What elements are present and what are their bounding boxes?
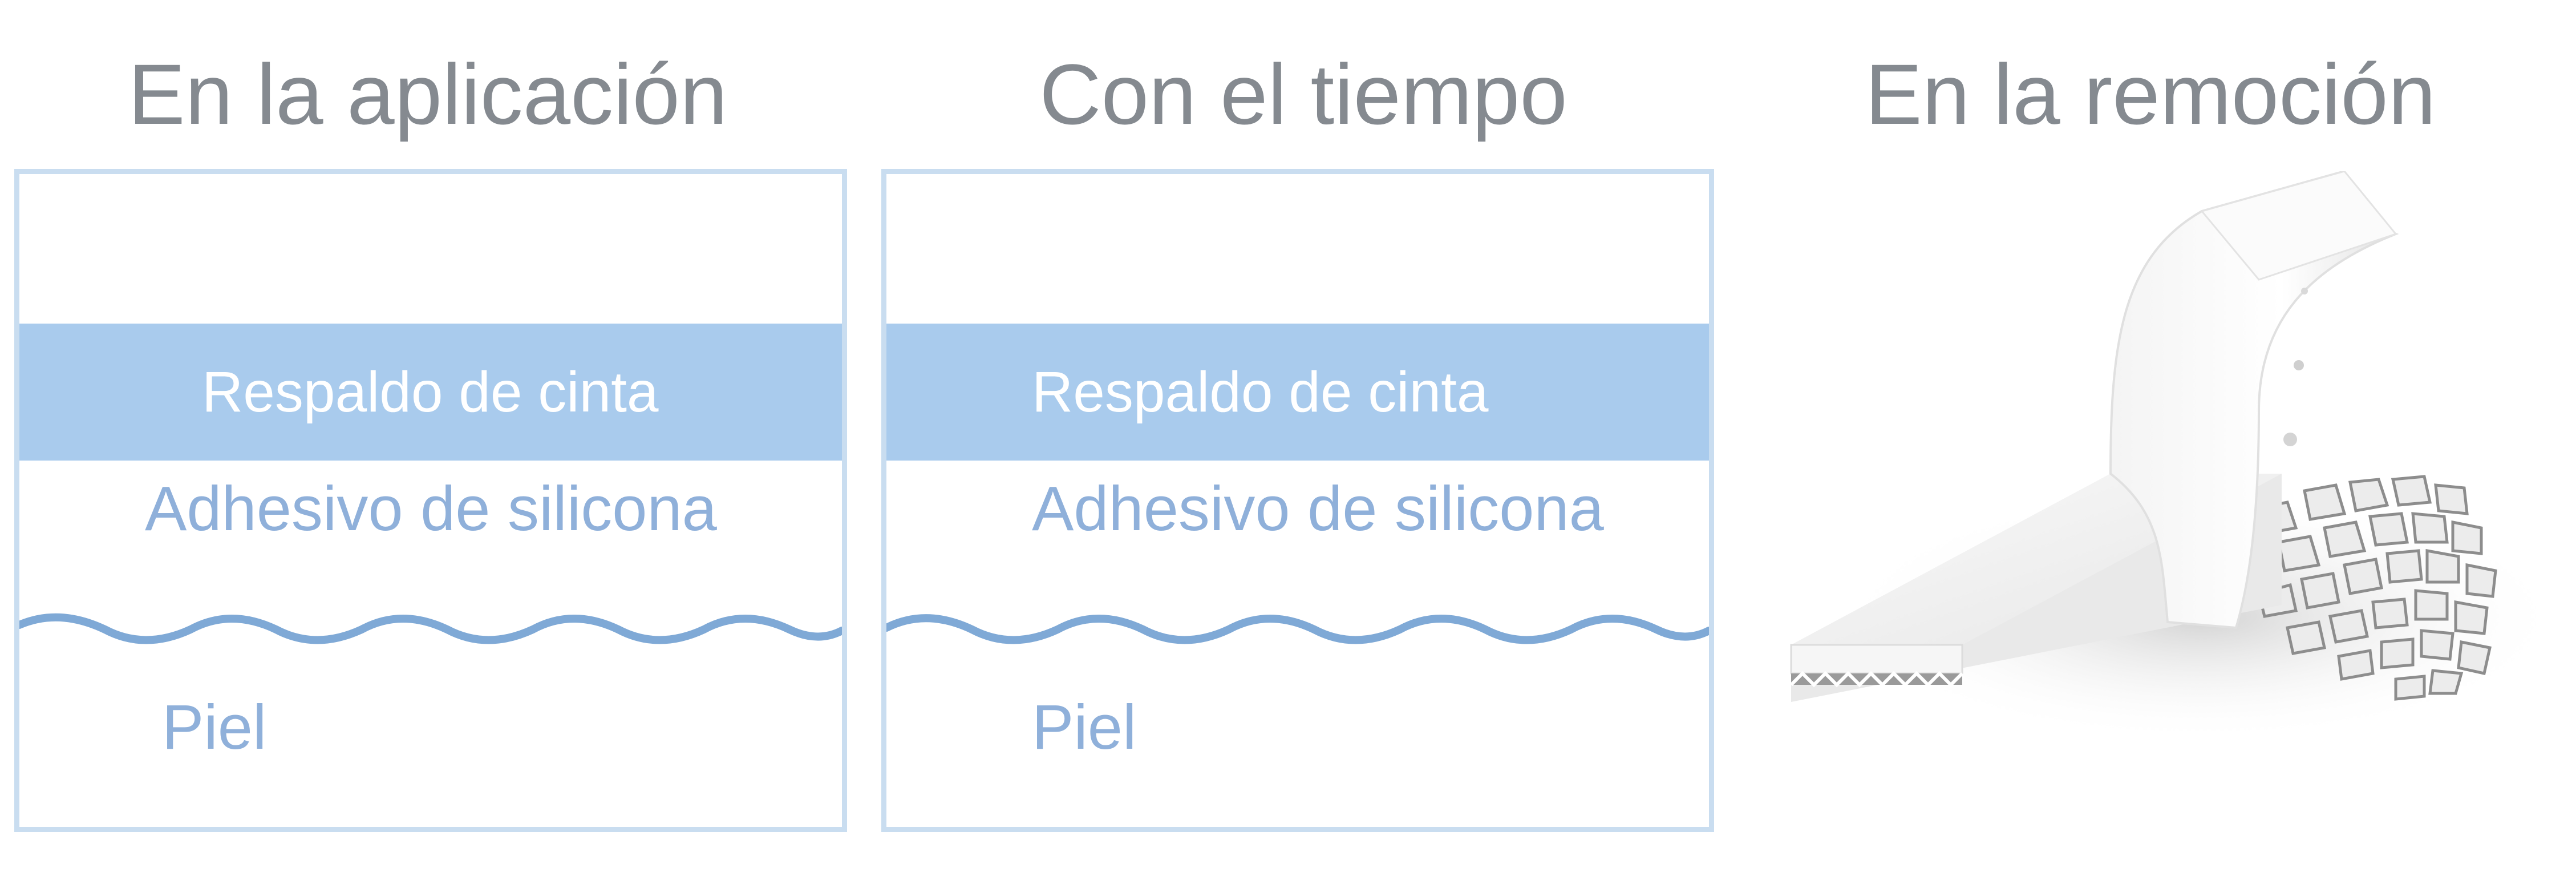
silicone-adhesive-label: Adhesivo de silicona [1032,474,1604,544]
skin-surface-wave [19,613,842,644]
skin-label: Piel [1032,692,1137,762]
tape-backing-layer: Respaldo de cinta [19,324,842,461]
tape-backing-label: Respaldo de cinta [202,360,659,424]
skin-label: Piel [162,692,267,762]
heading-over-time: Con el tiempo [1039,46,1568,142]
heading-removal: En la remoción [1865,46,2436,142]
panel-over-time-diagram: Respaldo de cinta Adhesivo de silicona P… [881,169,1714,832]
peeling-tape-curl [2109,171,2399,629]
tape-backing-label: Respaldo de cinta [1032,360,1489,424]
tape-peeling-from-skin-illustration [1789,171,2555,742]
heading-application: En la aplicación [128,46,728,142]
skin-cells [2211,475,2497,701]
silicone-adhesive-label: Adhesivo de silicona [145,474,717,544]
skin-surface-wave [886,614,1709,644]
panel-application-diagram: Respaldo de cinta Adhesivo de silicona P… [14,169,847,832]
tape-backing-layer: Respaldo de cinta [886,324,1709,461]
